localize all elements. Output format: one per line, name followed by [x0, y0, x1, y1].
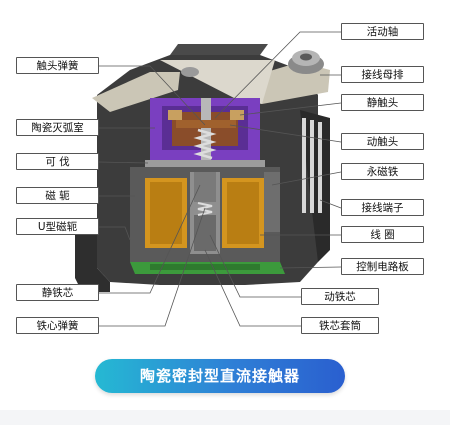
- label-control-board: 控制电路板: [341, 258, 424, 275]
- terminal-bar-left: [92, 72, 180, 112]
- label-terminal-bar: 接线母排: [341, 66, 424, 83]
- label-core-spring: 铁心弹簧: [16, 317, 99, 334]
- coil-right-inner: [227, 182, 259, 244]
- label-kovar: 可 伐: [16, 153, 99, 170]
- static-core: [194, 172, 216, 202]
- terminal-pin-1: [302, 118, 306, 213]
- diagram-caption: 陶瓷密封型直流接触器: [95, 359, 345, 393]
- kovar-ring: [145, 160, 265, 167]
- static-contact-left: [168, 110, 182, 120]
- screw-left: [181, 67, 199, 77]
- leader-lines: [98, 31, 342, 327]
- contact-spring: [193, 128, 217, 160]
- coil-left-inner: [150, 182, 182, 244]
- moving-core: [194, 215, 216, 251]
- label-ceramic-arc-chamber: 陶瓷灭弧室: [16, 119, 99, 136]
- label-terminal: 接线端子: [341, 199, 424, 216]
- label-static-core: 静铁芯: [16, 284, 99, 301]
- housing-base: [75, 220, 110, 292]
- core-spring: [197, 202, 213, 216]
- bottom-bar: [0, 410, 450, 425]
- terminal-pin-2: [310, 120, 314, 213]
- label-yoke: 磁 轭: [16, 187, 99, 204]
- label-moving-contact: 动触头: [341, 133, 424, 150]
- label-coil: 线 圈: [341, 226, 424, 243]
- housing-side-right: [300, 110, 330, 262]
- label-u-yoke: U型磁轭: [16, 218, 99, 235]
- permanent-magnet: [264, 172, 280, 232]
- terminal-nut-hole: [300, 53, 312, 61]
- housing-top: [170, 44, 268, 55]
- moving-contact: [176, 120, 236, 128]
- label-moving-core: 动铁芯: [301, 288, 379, 305]
- label-core-sleeve: 铁芯套筒: [301, 317, 379, 334]
- label-static-contact: 静触头: [341, 94, 424, 111]
- label-contact-spring: 触头弹簧: [16, 57, 99, 74]
- label-moving-shaft: 活动轴: [341, 23, 424, 40]
- board-components: [150, 264, 260, 270]
- static-contact-right: [230, 110, 244, 120]
- terminal-pin-3: [318, 122, 322, 213]
- label-permanent-magnet: 永磁铁: [341, 163, 424, 180]
